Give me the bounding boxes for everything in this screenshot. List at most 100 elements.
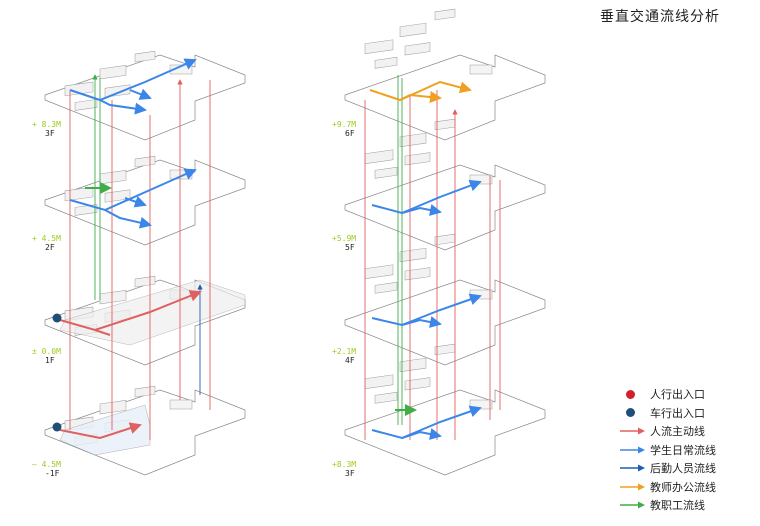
- right-slab-2-room: [374, 281, 398, 294]
- legend-label: 人流主动线: [650, 425, 705, 439]
- left-slab-0-room: [104, 84, 131, 98]
- legend-label: 教师办公流线: [650, 480, 716, 494]
- right-slab-0-room: [434, 8, 456, 21]
- right-3f-student-flow: [401, 428, 442, 440]
- right-slab-0-room: [374, 56, 398, 69]
- floor-label: 4F: [345, 356, 355, 365]
- left-slab-0-room: [134, 50, 156, 63]
- right-slab-0: [344, 54, 546, 141]
- legend-label: 教职工流线: [650, 499, 705, 513]
- left-1f-main-flow: [59, 290, 202, 332]
- floor-label: -1F: [45, 469, 60, 478]
- right-slab-3-room: [399, 357, 427, 373]
- legend-item: 后勤人员流线: [620, 459, 716, 478]
- right-slab-0-room: [469, 64, 493, 75]
- right-slab-3-room: [374, 391, 398, 404]
- elevation-label: +5.9M: [332, 234, 357, 243]
- left-slab-3-room: [99, 400, 127, 415]
- right-slab-0-room: [399, 22, 427, 38]
- left-slab-0-room: [99, 65, 127, 80]
- right-slab-3-room: [364, 374, 394, 389]
- floor-label: 6F: [345, 129, 355, 138]
- legend-item: 人流主动线: [620, 422, 716, 441]
- vehicle-entrance-dot: [52, 313, 62, 323]
- floor-label: 5F: [345, 243, 355, 252]
- left-slab-1: [44, 159, 246, 246]
- right-slab-3-room: [404, 377, 431, 391]
- legend-item: 教职工流线: [620, 496, 716, 515]
- right-slab-2-room: [404, 267, 431, 281]
- legend-label: 人行出入口: [650, 388, 705, 402]
- right-slab-1-room: [469, 174, 493, 185]
- left-level-3: — 4.5M-1F: [32, 460, 61, 478]
- dot-icon: [620, 407, 650, 419]
- left-slab-0: [44, 54, 246, 141]
- elevation-label: +2.1M: [332, 347, 357, 356]
- elevation-label: +8.3M: [332, 460, 357, 469]
- elevation-label: + 4.5M: [32, 234, 61, 243]
- left-3f-student-flow: [69, 58, 197, 102]
- elevation-label: ± 0.0M: [32, 347, 61, 356]
- legend-item: 人行出入口: [620, 385, 716, 404]
- floor-label: 3F: [45, 129, 55, 138]
- left-2f-student-flow: [104, 209, 152, 229]
- left-slab-0-room: [74, 99, 98, 111]
- arrow-icon: [620, 481, 650, 493]
- left-2f-student-flow: [69, 168, 197, 212]
- right-slab-0-room: [404, 42, 431, 56]
- right-slab-3: [344, 389, 546, 476]
- left-slab-1-room: [169, 169, 193, 180]
- arrow-icon: [620, 462, 650, 474]
- right-slab-2-room: [364, 264, 394, 279]
- elevation-label: +9.7M: [332, 120, 357, 129]
- legend-label: 车行出入口: [650, 406, 705, 420]
- right-6f-teacher-flow: [399, 91, 442, 103]
- left-slab-1-room: [64, 186, 94, 202]
- right-slab-2: [344, 279, 546, 366]
- right-6f-teacher-flow: [369, 80, 472, 102]
- vehicle-entrance-dot: [52, 422, 62, 432]
- left-2f-student-flow: [124, 196, 147, 208]
- page-title: 垂直交通流线分析: [600, 9, 720, 25]
- right-4f-student-flow: [371, 293, 482, 327]
- arrow-icon: [620, 499, 650, 511]
- arrow-icon: [620, 425, 650, 437]
- basement-texture: [59, 404, 151, 456]
- legend-item: 车行出入口: [620, 404, 716, 423]
- right-slab-1-room: [364, 149, 394, 164]
- right-4f-student-flow: [401, 316, 442, 328]
- legend-item: 教师办公流线: [620, 478, 716, 497]
- legend: 人行出入口车行出入口人流主动线学生日常流线后勤人员流线教师办公流线教职工流线: [620, 385, 716, 515]
- right-5f-student-flow: [401, 204, 442, 216]
- elevation-label: — 4.5M: [32, 460, 61, 469]
- right-5f-student-flow: [371, 179, 482, 215]
- legend-item: 学生日常流线: [620, 441, 716, 460]
- left-slab-3-room: [169, 399, 193, 410]
- right-slab-1-room: [399, 132, 427, 148]
- arrow-icon: [620, 444, 650, 456]
- floor-label: 3F: [345, 469, 355, 478]
- right-slab-3-room: [469, 399, 493, 410]
- dot-icon: [620, 388, 650, 400]
- floor-label: 1F: [45, 356, 55, 365]
- legend-label: 后勤人员流线: [650, 462, 716, 476]
- left-1f-main-flow: [94, 329, 111, 336]
- right-slab-1-room: [374, 166, 398, 179]
- left-3f-student-flow: [99, 99, 147, 115]
- legend-label: 学生日常流线: [650, 443, 716, 457]
- left-3f-student-flow: [129, 88, 152, 100]
- right-3f-student-flow: [371, 405, 482, 440]
- right-slab-1-room: [404, 152, 431, 166]
- left-b1-main-flow: [59, 422, 142, 440]
- right-slab-1: [344, 164, 546, 251]
- floor-label: 2F: [45, 243, 55, 252]
- elevation-label: + 8.3M: [32, 120, 61, 129]
